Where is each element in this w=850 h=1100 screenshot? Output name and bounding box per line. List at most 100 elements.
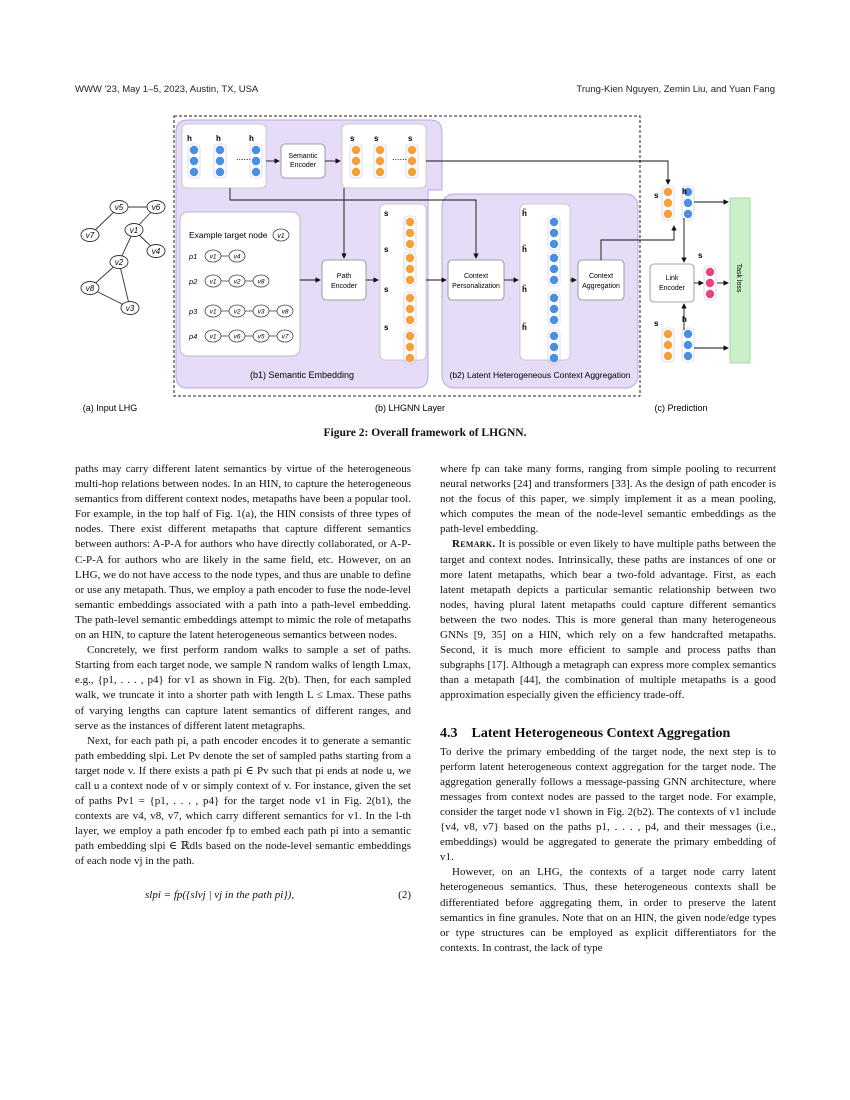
context-aggregation-box <box>577 259 625 301</box>
graph-node-v3: v3 <box>120 301 140 315</box>
svg-text:s: s <box>384 209 389 218</box>
svg-text:s: s <box>384 285 389 294</box>
equation-2: slpi = fp({slvj | vj in the path pi}), (… <box>75 888 411 903</box>
svg-text:Path: Path <box>337 273 352 280</box>
path-embedding-dot <box>405 253 415 263</box>
personalized-embedding-dot <box>549 342 559 352</box>
prediction-s-dot <box>663 187 673 197</box>
path-embedding-dot <box>405 315 415 325</box>
path-node-label: v1 <box>210 254 217 261</box>
personalized-embedding-dot <box>549 228 559 238</box>
personalized-embedding-dot <box>549 304 559 314</box>
path-node-label: v2 <box>234 309 241 316</box>
svg-text:h̃: h̃ <box>522 245 527 254</box>
personalized-embedding-dot <box>549 293 559 303</box>
example-title: Example target node <box>189 230 268 240</box>
framework-figure: v5 v6 v7 v1 v4 v2 v8 v3 (b1) Semantic Em… <box>70 108 780 418</box>
semantic-encoder-box <box>280 143 326 179</box>
path-node <box>252 274 270 288</box>
path-embedding-dot <box>405 275 415 285</box>
personalized-embedding-dot <box>549 315 559 325</box>
path-embedding-dot <box>405 353 415 363</box>
svg-text:h̃: h̃ <box>522 285 527 294</box>
left-column: paths may carry different latent semanti… <box>75 462 411 903</box>
prev-embedding-dot <box>251 156 261 166</box>
ellipsis: ...... <box>392 152 407 162</box>
path-embedding-dot <box>405 293 415 303</box>
personalized-embedding-dot <box>549 275 559 285</box>
prediction-h-dot <box>683 209 693 219</box>
graph-node-v1: v1 <box>124 223 144 237</box>
path-embedding-dot <box>405 264 415 274</box>
semantic-embedding-dot <box>407 167 417 177</box>
link-embedding-dot <box>705 289 715 299</box>
path-node-label: v8 <box>282 309 289 316</box>
prediction-s-dot <box>663 329 673 339</box>
svg-text:s: s <box>654 319 659 328</box>
figure-caption: Figure 2: Overall framework of LHGNN. <box>323 427 527 439</box>
semantic-embedding-dot <box>375 145 385 155</box>
semantic-embedding-dot <box>351 145 361 155</box>
path-embedding-dot <box>405 239 415 249</box>
svg-text:s: s <box>408 134 413 143</box>
path-node-label: v5 <box>258 334 265 341</box>
semantic-embedding-dot <box>407 145 417 155</box>
path-node-label: v4 <box>234 254 241 261</box>
remark-label: Remark. <box>452 538 496 551</box>
prediction-s-dot <box>663 351 673 361</box>
prev-embedding-dot <box>189 167 199 177</box>
personalized-embedding-dot <box>549 217 559 227</box>
equation-body: slpi = fp({slvj | vj in the path pi}), <box>145 888 295 901</box>
lhgnn-layer-frame <box>173 115 641 397</box>
path-embedding-dot <box>405 342 415 352</box>
path-encoder-box <box>321 259 367 301</box>
path-node-label: v1 <box>210 279 217 286</box>
svg-text:s: s <box>384 245 389 254</box>
prediction-h-dot <box>683 198 693 208</box>
running-header-left: WWW '23, May 1–5, 2023, Austin, TX, USA <box>75 84 259 95</box>
svg-text:Semantic: Semantic <box>288 153 318 160</box>
link-embedding-dot <box>705 278 715 288</box>
prediction-h-dot <box>683 351 693 361</box>
left-paragraph-3: Next, for each path pi, a path encoder e… <box>75 734 411 868</box>
path-node-label: v6 <box>234 334 241 341</box>
prediction-h-dot <box>683 187 693 197</box>
svg-text:Task loss: Task loss <box>735 264 742 293</box>
svg-text:h: h <box>682 315 687 324</box>
svg-text:h: h <box>682 187 687 196</box>
path-node-label: v7 <box>282 334 289 341</box>
path-node-label: v1 <box>210 334 217 341</box>
semantic-embedding-dot <box>351 156 361 166</box>
svg-text:v1: v1 <box>130 226 138 235</box>
link-embedding-dot <box>705 267 715 277</box>
svg-text:v3: v3 <box>126 304 135 313</box>
ellipsis: ...... <box>236 152 251 162</box>
semantic-embedding-dot <box>375 167 385 177</box>
svg-text:Encoder: Encoder <box>659 285 686 292</box>
graph-node-v8: v8 <box>80 281 100 295</box>
svg-text:v6: v6 <box>152 203 161 212</box>
prediction-s-dot <box>663 198 673 208</box>
svg-text:h: h <box>249 134 254 143</box>
path-embedding-dot <box>405 228 415 238</box>
svg-text:Aggregation: Aggregation <box>582 283 620 290</box>
prediction-h-dot <box>683 340 693 350</box>
sublabel-c: (c) Prediction <box>654 403 707 413</box>
path-label: p2 <box>188 277 198 286</box>
prev-embedding-dot <box>251 167 261 177</box>
right-column: where fp can take many forms, ranging fr… <box>440 462 776 956</box>
path-node <box>228 249 246 263</box>
svg-text:h̃: h̃ <box>522 209 527 218</box>
graph-node-v6: v6 <box>146 200 166 214</box>
graph-node-v5: v5 <box>109 200 129 214</box>
svg-text:h: h <box>187 134 192 143</box>
svg-text:h̃: h̃ <box>522 323 527 332</box>
prediction-s-dot <box>663 209 673 219</box>
svg-text:Context: Context <box>464 273 488 280</box>
b2-label: (b2) Latent Heterogeneous Context Aggreg… <box>450 370 631 380</box>
semantic-embedding-dot <box>351 167 361 177</box>
path-node <box>276 329 294 343</box>
svg-text:Encoder: Encoder <box>290 162 317 169</box>
svg-text:v2: v2 <box>115 258 124 267</box>
